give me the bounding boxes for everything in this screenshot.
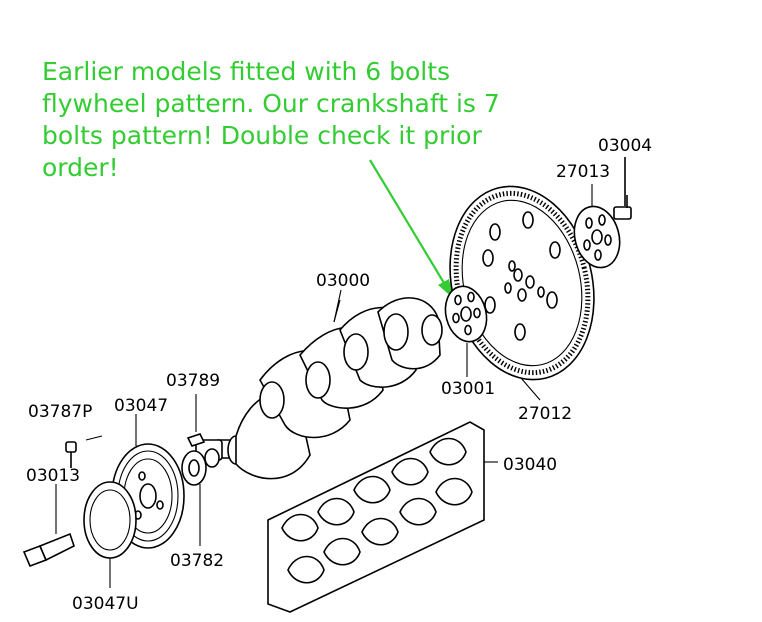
label-03004: 03004: [598, 136, 652, 156]
damper-ring: [83, 481, 137, 588]
note-line-2: flywheel pattern. Our crankshaft is 7: [42, 89, 500, 118]
label-03047: 03047: [114, 396, 168, 416]
label-27013: 27013: [556, 162, 610, 182]
thrust-washer: [181, 450, 207, 546]
woodruff-key: [186, 394, 206, 447]
note-line-3: bolts pattern! Double check it prior: [42, 121, 482, 150]
label-03000: 03000: [316, 271, 370, 291]
label-03040: 03040: [503, 455, 557, 475]
label-03013: 03013: [26, 466, 80, 486]
pulley-small-bolt: [65, 435, 103, 468]
bearing-set: [267, 421, 498, 613]
drive-plate: [573, 205, 621, 269]
pulley-bolt: [22, 532, 75, 568]
crankshaft: [195, 297, 443, 480]
leader-lines: [55, 184, 593, 534]
crank-adapter: [444, 285, 488, 343]
label-03787P: 03787P: [28, 402, 92, 422]
label-03047U: 03047U: [72, 594, 139, 614]
label-03789: 03789: [166, 371, 220, 391]
compatibility-note: Earlier models fitted with 6 bolts flywh…: [42, 56, 562, 184]
flywheel: [449, 185, 595, 381]
flywheel-bolt: [613, 157, 632, 220]
note-line-1: Earlier models fitted with 6 bolts: [42, 57, 451, 86]
label-27012: 27012: [518, 404, 572, 424]
note-line-4: order!: [42, 153, 119, 182]
label-03782: 03782: [170, 551, 224, 571]
label-03001: 03001: [441, 379, 495, 399]
